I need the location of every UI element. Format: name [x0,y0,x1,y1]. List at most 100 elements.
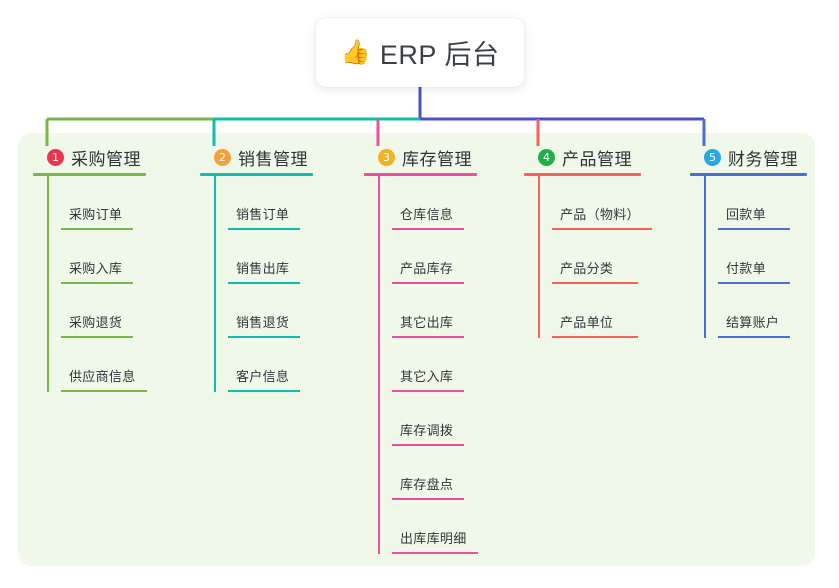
thumbs-up-icon: 👍 [340,38,371,66]
branch-spine [538,176,540,338]
branch-header-underline [33,173,146,176]
branch-item-label: 产品库存 [400,261,454,276]
branch-item-underline [392,282,464,284]
branch-item-label: 结算账户 [726,315,780,330]
branch-spine [704,176,706,338]
branch-item[interactable]: 客户信息 [214,338,313,392]
branch-item-label: 库存调拨 [400,423,454,438]
branch-item-underline [392,390,464,392]
branch-title: 财务管理 [728,149,798,169]
branch-item[interactable]: 付款单 [704,230,807,284]
branch-item-underline [552,228,652,230]
branch-item-underline [61,282,133,284]
branch-title: 库存管理 [402,149,472,169]
branch-item[interactable]: 仓库信息 [378,176,477,230]
branch-item-label: 采购入库 [69,261,123,276]
branch-item-label: 客户信息 [236,369,290,384]
branch-item-underline [61,336,133,338]
branch-item-label: 库存盘点 [400,477,454,492]
root-node[interactable]: 👍 ERP 后台 [316,18,524,87]
branch-item-label: 其它出库 [400,315,454,330]
branch-item[interactable]: 销售出库 [214,230,313,284]
branch-item[interactable]: 其它入库 [378,338,477,392]
branch-item-underline [392,444,464,446]
branch-item[interactable]: 产品分类 [538,230,641,284]
branch-item-list: 采购订单采购入库采购退货供应商信息 [33,176,147,392]
branch-item[interactable]: 产品单位 [538,284,641,338]
branch-item-label: 销售出库 [236,261,290,276]
branch-column-3: 3 库存管理仓库信息产品库存其它出库其它入库库存调拨库存盘点出库库明细 [364,146,478,554]
branch-item[interactable]: 库存盘点 [378,446,477,500]
branch-item[interactable]: 其它出库 [378,284,477,338]
branch-item-label: 采购退货 [69,315,123,330]
branch-item-label: 付款单 [726,261,766,276]
branch-header-underline [524,173,641,176]
branch-number-badge: 3 [378,148,395,166]
branch-item[interactable]: 销售退货 [214,284,313,338]
branch-item-label: 其它入库 [400,369,454,384]
branch-item-underline [718,336,790,338]
branch-header-5[interactable]: 5 财务管理 [690,146,807,169]
branch-item-underline [552,282,638,284]
branch-item-underline [718,282,790,284]
branch-number-badge: 2 [214,148,231,166]
branch-item-underline [718,228,790,230]
branch-item-label: 产品单位 [560,315,614,330]
branch-title: 采购管理 [71,149,141,169]
branch-item[interactable]: 采购入库 [47,230,146,284]
branch-column-5: 5 财务管理回款单付款单结算账户 [690,146,807,338]
branch-item-underline [392,552,478,554]
branch-item[interactable]: 出库库明细 [378,500,478,554]
branch-item[interactable]: 采购订单 [47,176,146,230]
branch-spine [378,176,380,554]
branch-item-underline [61,228,133,230]
branch-item-underline [61,390,147,392]
branch-item[interactable]: 库存调拨 [378,392,477,446]
branch-item-label: 产品（物料） [560,207,640,222]
branch-item-underline [552,336,638,338]
branch-item-list: 回款单付款单结算账户 [690,176,807,338]
branch-header-3[interactable]: 3 库存管理 [364,146,477,169]
branch-item-list: 产品（物料） 产品分类产品单位 [524,176,652,338]
branch-item[interactable]: 销售订单 [214,176,313,230]
branch-item-label: 回款单 [726,207,766,222]
branch-spine [47,176,49,392]
root-title-text: ERP 后台 [379,40,500,70]
branch-item-label: 仓库信息 [400,207,454,222]
branch-item-list: 销售订单销售出库销售退货客户信息 [200,176,313,392]
branch-item-label: 销售退货 [236,315,290,330]
branch-item[interactable]: 供应商信息 [47,338,147,392]
branch-item[interactable]: 产品库存 [378,230,477,284]
branch-item-list: 仓库信息产品库存其它出库其它入库库存调拨库存盘点出库库明细 [364,176,478,554]
branch-item-label: 供应商信息 [69,369,136,384]
branch-item-underline [228,336,300,338]
branch-title: 产品管理 [562,149,632,169]
branch-item-label: 产品分类 [560,261,614,276]
branch-item-underline [392,228,464,230]
branch-item-underline [228,390,300,392]
branch-header-underline [690,173,807,176]
branch-item[interactable]: 回款单 [704,176,807,230]
branch-header-underline [200,173,313,176]
branch-item-underline [228,228,300,230]
branch-item[interactable]: 采购退货 [47,284,146,338]
branch-number-badge: 5 [704,148,721,166]
mindmap-panel [18,133,815,566]
root-node-label: 👍 ERP 后台 [341,33,500,72]
branch-item[interactable]: 结算账户 [704,284,807,338]
branch-header-underline [364,173,477,176]
branch-item-underline [392,498,464,500]
branch-spine [214,176,216,392]
branch-item-label: 销售订单 [236,207,290,222]
branch-item[interactable]: 产品（物料） [538,176,652,230]
branch-item-label: 出库库明细 [400,531,467,546]
branch-item-underline [228,282,300,284]
